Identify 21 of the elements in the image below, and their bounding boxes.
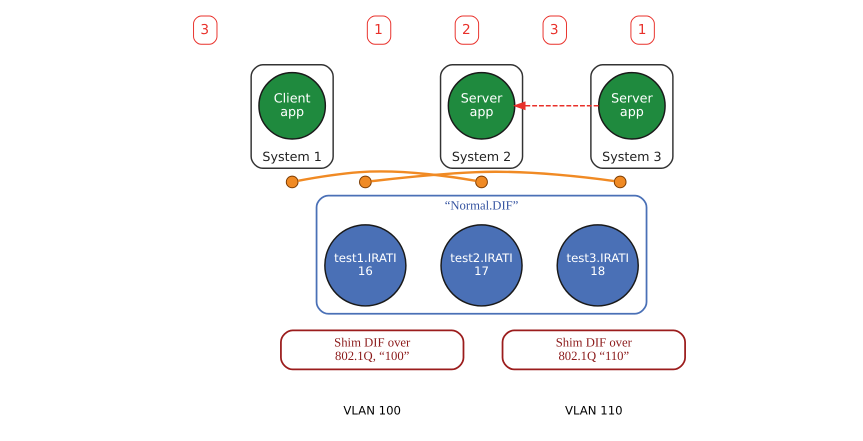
node-circle: [285, 176, 298, 188]
label: 2: [462, 22, 470, 38]
connector: [297, 170, 476, 182]
node-box: Shim DIF over 802.1Q “110”: [501, 329, 686, 370]
label: VLAN 100: [342, 403, 401, 418]
label: VLAN 110: [564, 403, 622, 418]
label: 3: [549, 22, 558, 38]
node-circle: [358, 176, 372, 188]
arrow: [512, 101, 598, 110]
label: 3: [200, 22, 209, 38]
node-circle: test1.IRATI 16: [324, 224, 406, 307]
node-circle: Client app: [258, 72, 326, 140]
node-circle: Server app: [597, 72, 666, 140]
node-circle: Server app: [447, 72, 515, 140]
node-circle: test3.IRATI 18: [556, 224, 638, 307]
node-circle: [474, 176, 488, 188]
label: 1: [637, 22, 646, 38]
node-box: Shim DIF over 802.1Q, “100”: [280, 329, 464, 370]
node-circle: [613, 176, 626, 188]
node-circle: test2.IRATI 17: [440, 224, 522, 307]
label: 1: [374, 22, 382, 38]
